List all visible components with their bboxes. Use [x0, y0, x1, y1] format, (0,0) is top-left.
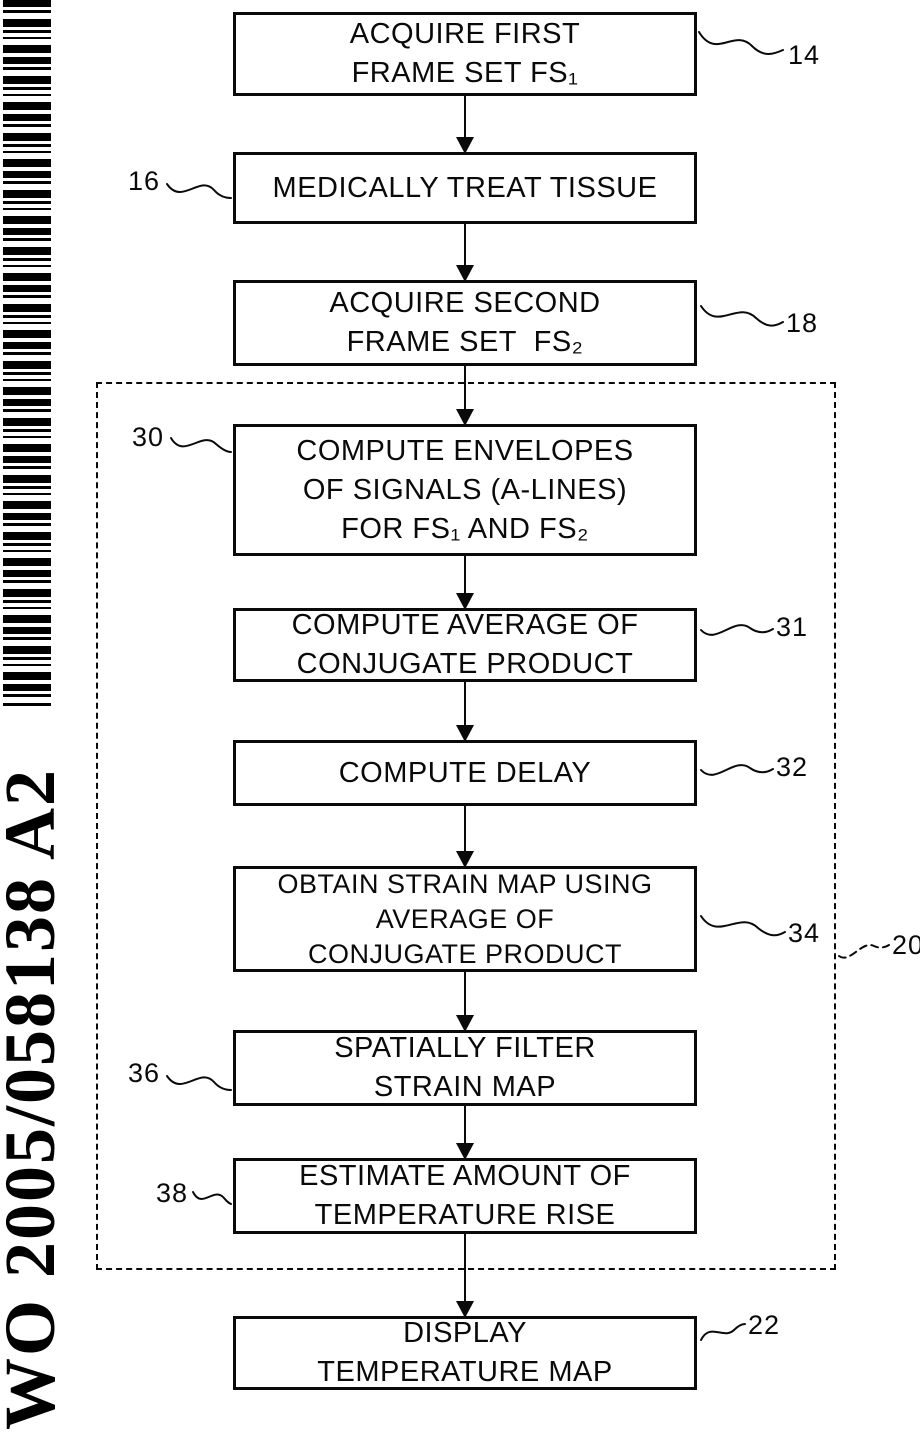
flow-box-acquire-second-frame-set: ACQUIRE SECOND FRAME SET FS₂ [233, 280, 697, 366]
flow-box-compute-average-conjugate-product: COMPUTE AVERAGE OF CONJUGATE PRODUCT [233, 608, 697, 682]
flow-box-spatially-filter-strain-map: SPATIALLY FILTER STRAIN MAP [233, 1030, 697, 1106]
box-text-line: FRAME SET FS₁ [351, 57, 579, 89]
box-text-line: CONJUGATE PRODUCT [296, 648, 634, 680]
ref-leader-34 [700, 915, 786, 937]
box-text-line: FOR FS₁ AND FS₂ [341, 512, 589, 545]
box-text-line: TEMPERATURE MAP [317, 1356, 613, 1388]
box-text-line: COMPUTE DELAY [338, 756, 592, 789]
flow-arrow-7 [464, 972, 466, 1030]
ref-label-30: 30 [132, 422, 165, 452]
flow-box-medically-treat-tissue: MEDICALLY TREAT TISSUE [233, 152, 697, 224]
box-text-line: ESTIMATE AMOUNT OF [299, 1160, 631, 1192]
barcode [3, 0, 51, 706]
dashed-group-box [96, 382, 836, 1270]
flow-arrow-8 [464, 1106, 466, 1158]
flow-box-compute-delay: COMPUTE DELAY [233, 740, 697, 806]
ref-leader-36 [166, 1075, 232, 1091]
ref-leader-22 [700, 1323, 746, 1341]
box-text-line: OBTAIN STRAIN MAP USING [277, 868, 653, 899]
ref-label-36: 36 [128, 1058, 161, 1088]
box-text-line: OF SIGNALS (A-LINES) [302, 473, 628, 506]
ref-label-18: 18 [786, 308, 819, 338]
flow-arrow-4 [464, 556, 466, 608]
ref-label-22: 22 [748, 1310, 781, 1340]
box-text-line: CONJUGATE PRODUCT [307, 938, 622, 969]
ref-leader-20 [838, 944, 890, 959]
flow-arrow-6 [464, 806, 466, 866]
ref-label-38: 38 [156, 1178, 189, 1208]
patent-number: WO 2005/058138 A2 [0, 767, 70, 1430]
box-text-line: COMPUTE ENVELOPES [296, 434, 634, 467]
box-text-line: ACQUIRE SECOND [329, 287, 601, 319]
flow-box-estimate-temperature-rise: ESTIMATE AMOUNT OF TEMPERATURE RISE [233, 1158, 697, 1234]
ref-leader-32 [700, 764, 774, 776]
flow-box-acquire-first-frame-set: ACQUIRE FIRST FRAME SET FS₁ [233, 12, 697, 96]
ref-label-34: 34 [788, 918, 821, 948]
ref-leader-16 [166, 183, 232, 199]
flow-box-display-temperature-map: DISPLAY TEMPERATURE MAP [233, 1316, 697, 1390]
box-text-line: DISPLAY [403, 1317, 527, 1349]
box-text-line: TEMPERATURE RISE [314, 1199, 616, 1231]
box-text-line: AVERAGE OF [375, 903, 555, 934]
flow-arrow-5 [464, 682, 466, 740]
flow-arrow-2 [464, 224, 466, 280]
ref-leader-30 [170, 437, 232, 453]
ref-label-20: 20 [892, 930, 920, 960]
ref-label-16: 16 [128, 166, 161, 196]
box-text-line: FRAME SET FS₂ [346, 326, 584, 358]
box-text-line: MEDICALLY TREAT TISSUE [272, 171, 658, 204]
ref-leader-31 [700, 624, 774, 636]
box-text-line: STRAIN MAP [373, 1071, 557, 1103]
ref-leader-38 [192, 1191, 232, 1205]
box-text-line: COMPUTE AVERAGE OF [291, 609, 639, 641]
box-text-line: ACQUIRE FIRST [349, 18, 581, 50]
ref-label-32: 32 [776, 752, 809, 782]
box-text-line: SPATIALLY FILTER [334, 1032, 596, 1064]
flow-box-compute-envelopes: COMPUTE ENVELOPES OF SIGNALS (A-LINES) F… [233, 424, 697, 556]
ref-label-31: 31 [776, 612, 809, 642]
flow-arrow-3 [464, 366, 466, 424]
flow-arrow-1 [464, 96, 466, 152]
ref-leader-14 [698, 31, 784, 55]
flow-box-obtain-strain-map: OBTAIN STRAIN MAP USING AVERAGE OF CONJU… [233, 866, 697, 972]
flow-arrow-9 [464, 1234, 466, 1316]
ref-leader-18 [700, 305, 784, 327]
ref-label-14: 14 [788, 40, 821, 70]
